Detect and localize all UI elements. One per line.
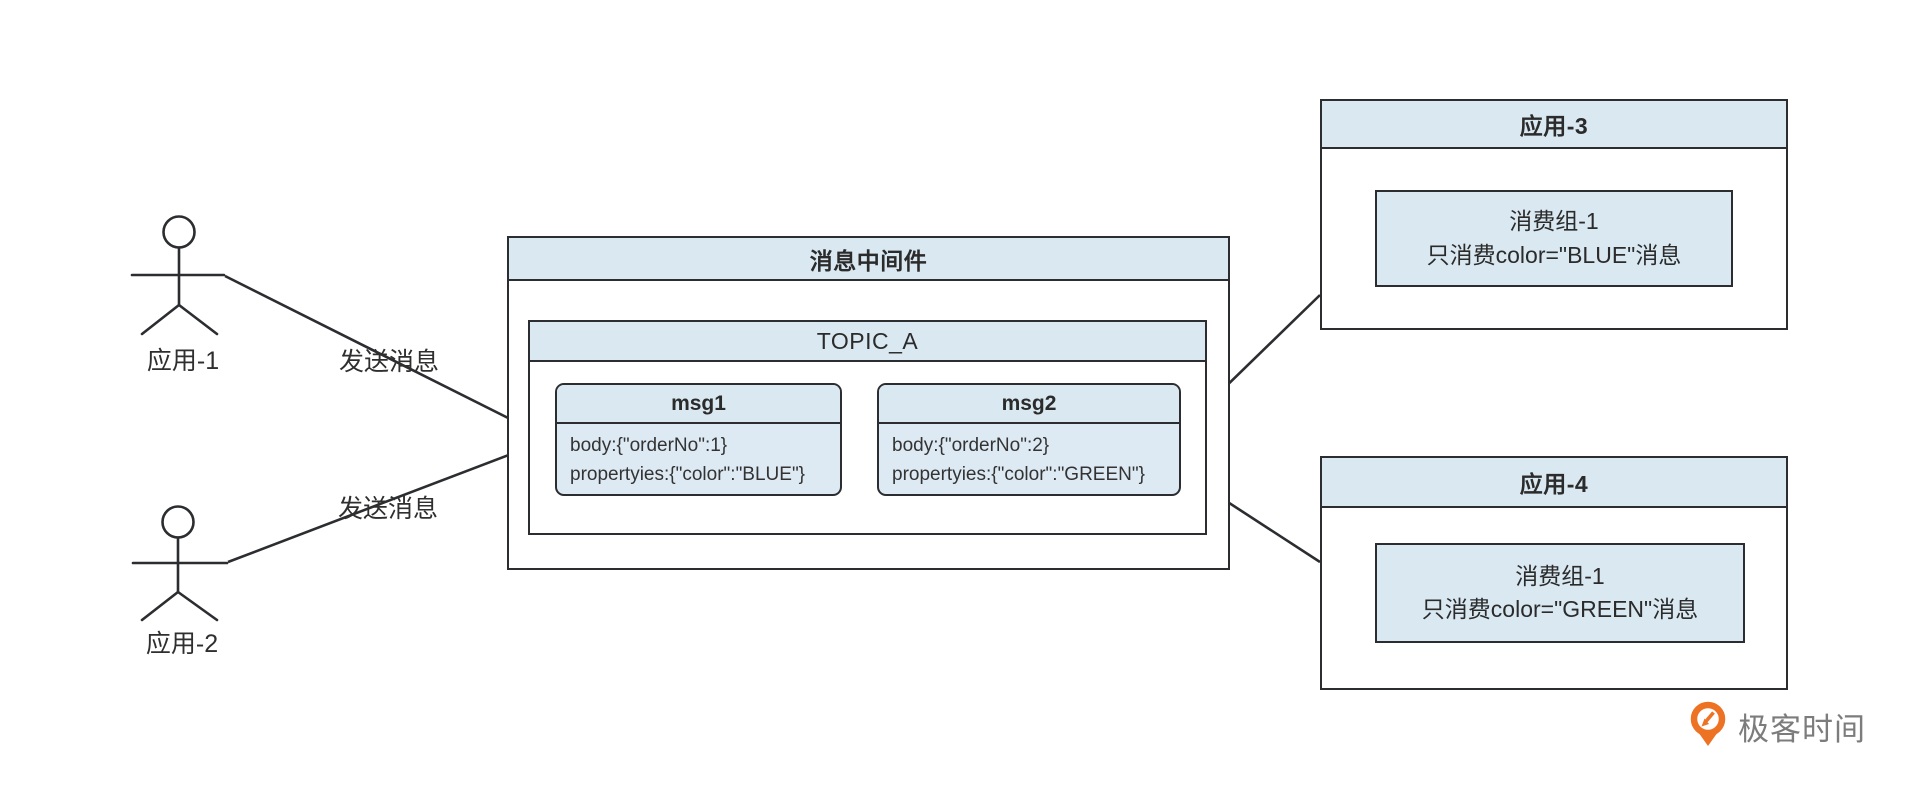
- app3-title: 应用-3: [1322, 101, 1786, 149]
- msg2-title: msg2: [879, 385, 1179, 424]
- app4-group-name: 消费组-1: [1515, 562, 1605, 589]
- app4-group-desc: 只消费color="GREEN"消息: [1421, 596, 1699, 622]
- msg2-body-line: body:{"orderNo":2}: [892, 435, 1050, 456]
- msg2-properties-line: propertyies:{"color":"GREEN"}: [892, 463, 1145, 485]
- msg1-properties-line: propertyies:{"color":"BLUE"}: [570, 463, 806, 485]
- consumer-group-app3: 消费组-1 只消费color="BLUE"消息: [1375, 190, 1733, 287]
- geektime-logo-text: 极客时间: [1738, 711, 1866, 747]
- app3-group-name: 消费组-1: [1509, 208, 1599, 235]
- send-label-app1: 发送消息: [338, 348, 439, 376]
- actor-label-app2: 应用-2: [145, 630, 219, 658]
- message-node-msg1: msg1 body:{"orderNo":1} propertyies:{"co…: [555, 383, 842, 496]
- actor-figure-app1: [130, 215, 226, 336]
- app4-title: 应用-4: [1322, 458, 1786, 508]
- msg1-body-line: body:{"orderNo":1}: [570, 435, 728, 456]
- middleware-title: 消息中间件: [509, 238, 1228, 281]
- geektime-logo-icon: [1690, 701, 1726, 746]
- topic-title: TOPIC_A: [530, 322, 1205, 362]
- message-node-msg2: msg2 body:{"orderNo":2} propertyies:{"co…: [877, 383, 1181, 496]
- actor-figure-app2: [131, 505, 229, 622]
- send-label-app2: 发送消息: [337, 495, 438, 523]
- consumer-group-app4: 消费组-1 只消费color="GREEN"消息: [1375, 543, 1745, 643]
- msg1-title: msg1: [557, 385, 840, 424]
- actor-label-app1: 应用-1: [146, 347, 220, 375]
- app3-group-desc: 只消费color="BLUE"消息: [1426, 241, 1682, 268]
- geektime-logo: 极客时间: [1688, 698, 1866, 754]
